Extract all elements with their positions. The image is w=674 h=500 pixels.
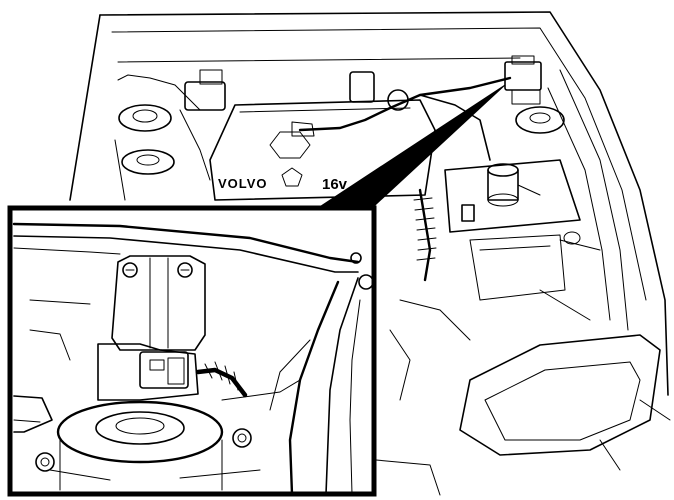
battery-box bbox=[444, 159, 581, 301]
inset-bolts bbox=[35, 252, 374, 472]
inset-connector bbox=[97, 343, 199, 401]
detail-inset bbox=[7, 205, 377, 497]
inset-wire bbox=[195, 367, 248, 398]
hood-outline bbox=[99, 11, 669, 396]
left-strut-tower bbox=[114, 74, 201, 201]
headlamp bbox=[459, 334, 671, 471]
sensor-canister bbox=[487, 163, 541, 207]
connector-top-right bbox=[504, 55, 542, 105]
right-wing-panel bbox=[559, 69, 629, 331]
mounting-bracket bbox=[111, 255, 206, 351]
inset-left-panel bbox=[13, 395, 53, 433]
corrugated-hose bbox=[413, 188, 475, 282]
engine-cover: VOLVO 16v bbox=[209, 99, 436, 201]
inset-frame bbox=[7, 205, 377, 497]
hood-inner-edge bbox=[111, 27, 647, 301]
oil-filler-cap bbox=[269, 131, 311, 159]
left-top-component bbox=[179, 69, 226, 181]
left-fender bbox=[69, 14, 101, 201]
inset-strut-mount bbox=[56, 400, 224, 491]
top-wiring-harness bbox=[291, 71, 512, 161]
engine-badge-variant: 16v bbox=[322, 176, 348, 193]
engine-badge-brand: VOLVO bbox=[218, 176, 268, 191]
right-strut-tower bbox=[515, 106, 565, 134]
callout-wedge bbox=[316, 84, 506, 209]
cowl-line bbox=[117, 57, 521, 63]
engine-bay-overview: VOLVO 16v bbox=[69, 11, 671, 496]
